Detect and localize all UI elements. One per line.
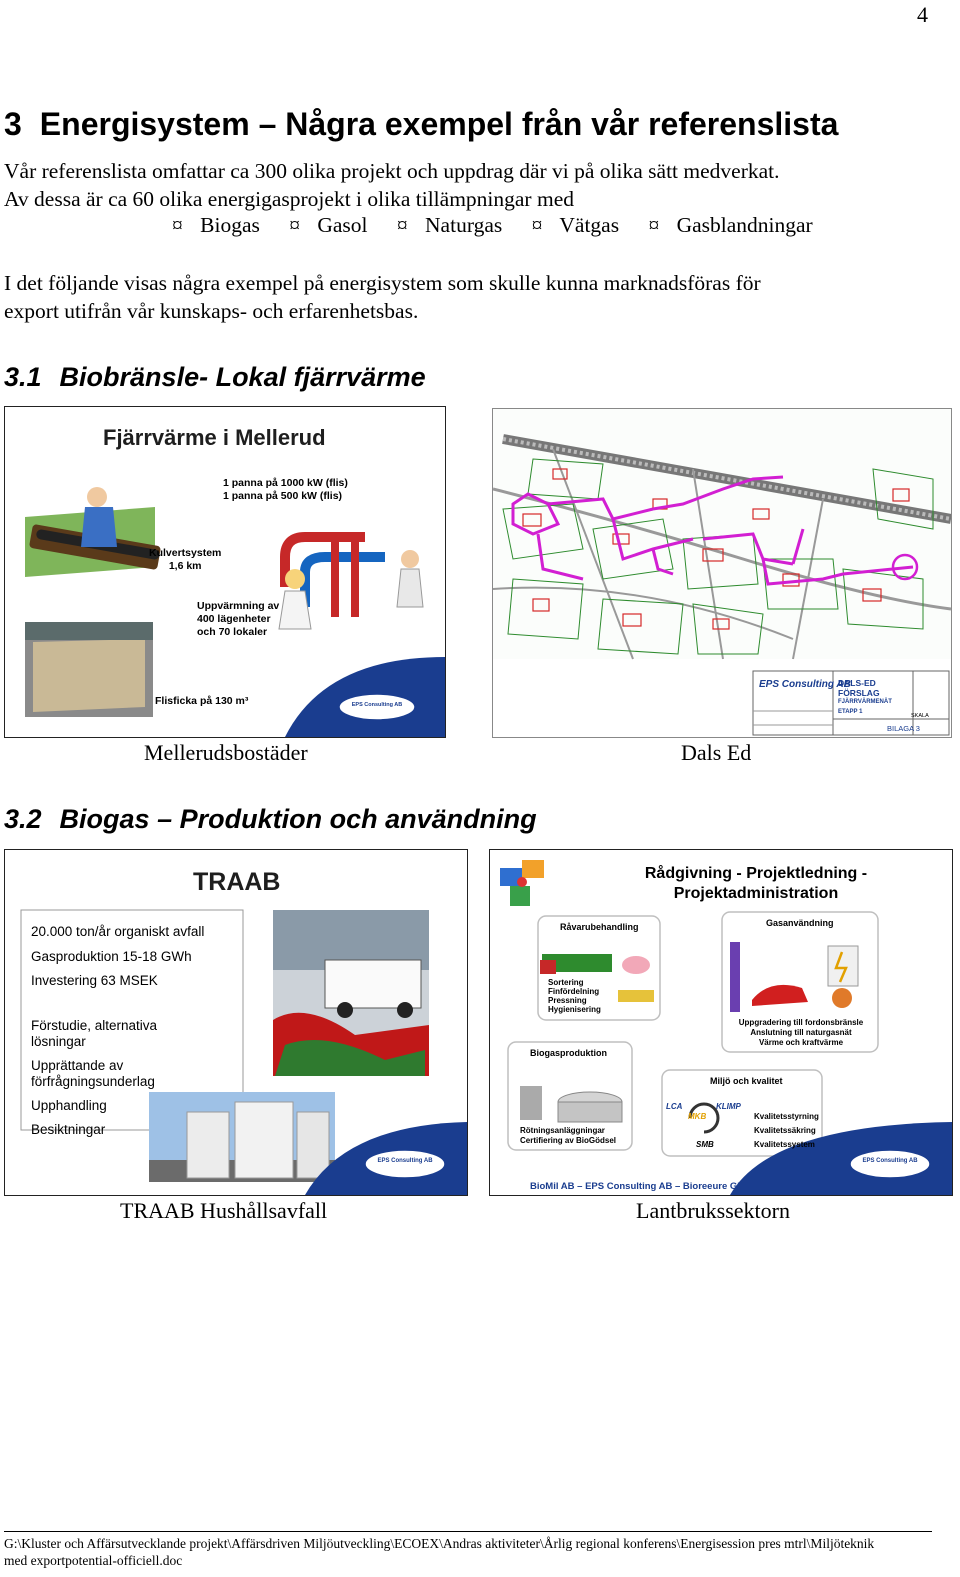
- heating-network: [511, 475, 914, 586]
- section-3-1-number: 3.1: [4, 362, 42, 392]
- district-heating-network-map: [493, 409, 951, 736]
- section-3-heading: 3 Energisystem – Några exempel från vår r…: [4, 106, 838, 143]
- fig4-box1-title: Råvarubehandling: [560, 922, 639, 932]
- fig2-title-block-text: DALS-ED FÖRSLAG FJÄRRVÄRMENÄT ETAPP 1: [838, 678, 892, 715]
- gas-tank-icon: [730, 942, 740, 1012]
- fig4-tag-lca: LCA: [666, 1102, 683, 1111]
- fig3-services-list: Förstudie, alternativa lösningar Upprätt…: [31, 1018, 158, 1137]
- fig4-partners: BioMil AB – EPS Consulting AB – Bioreeur…: [530, 1181, 744, 1192]
- fig4-box4-lines: Kvalitetsstyrning Kvalitetssäkring Kvali…: [754, 1112, 819, 1149]
- fig1-boiler-text: 1 panna på 1000 kW (flis) 1 panna på 500…: [223, 477, 348, 502]
- fig3-facts-list: 20.000 ton/år organiskt avfall Gasproduk…: [31, 924, 205, 988]
- fig4-box3-title: Biogasproduktion: [530, 1048, 607, 1058]
- eps-logo: [364, 1149, 446, 1179]
- fig4-tag-smb: SMB: [696, 1140, 714, 1149]
- recycle-icon: [688, 1102, 720, 1134]
- fig4-box2-lines: Uppgradering till fordonsbränsle Anslutn…: [738, 1018, 864, 1047]
- fig1-logo-text: EPS Consulting AB: [351, 702, 403, 708]
- girl-body: [278, 590, 312, 630]
- page-number: 4: [917, 2, 928, 27]
- gas-type-item: ¤ Naturgas: [396, 213, 503, 237]
- road: [493, 487, 951, 611]
- fig2-logo-text: EPS Consulting AB: [759, 679, 851, 690]
- heating-plant-marker: [891, 553, 919, 581]
- hot-pipe: [280, 532, 365, 587]
- eps-logo: [338, 693, 416, 721]
- girl-head: [285, 569, 305, 589]
- mellerud-illustration: [25, 487, 445, 737]
- fig2-scale-label: SKALA: [911, 713, 929, 719]
- footer-rule: [4, 1531, 932, 1532]
- traab-illustration: [20, 909, 467, 1195]
- gas-type-item: ¤ Biogas: [172, 213, 260, 237]
- process-boxes: [507, 911, 879, 1157]
- gas-type-item: ¤ Gasblandningar: [648, 213, 813, 237]
- intro-line-2: Av dessa är ca 60 olika energigasprojekt…: [4, 187, 574, 211]
- section-3-1-heading: 3.1 Biobränsle- Lokal fjärrvärme: [4, 362, 426, 393]
- fig4-box4-title: Miljö och kvalitet: [710, 1076, 783, 1086]
- caption-traab: TRAAB Hushållsavfall: [120, 1198, 328, 1223]
- fig4-box2-title: Gasanvändning: [766, 918, 834, 928]
- para2-line-2: export utifrån vår kunskaps- och erfaren…: [4, 299, 419, 323]
- intro-line-1: Vår referenslista omfattar ca 300 olika …: [4, 159, 780, 183]
- fig4-logo-text: EPS Consulting AB: [862, 1158, 918, 1164]
- cold-pipe: [300, 552, 385, 607]
- fig1-title: Fjärrvärme i Mellerud: [103, 425, 326, 450]
- figure-mellerud-district-heating: Fjärrvärme i Mellerud 1 panna på 1000 kW…: [4, 406, 446, 738]
- section-3-number: 3: [4, 106, 22, 142]
- gas-type-item: ¤ Vätgas: [531, 213, 620, 237]
- footer-file-path: G:\Kluster och Affärsutvecklande projekt…: [4, 1536, 875, 1568]
- fig1-chip-text: Flisficka på 130 m³: [155, 695, 249, 707]
- puzzle-logo-icon: [500, 860, 544, 906]
- man-head: [401, 550, 419, 568]
- section-3-2-heading: 3.2 Biogas – Produktion och användning: [4, 804, 537, 835]
- fig4-tag-mkb: MKB: [688, 1112, 707, 1121]
- worker-body: [81, 507, 117, 547]
- fig3-title: TRAAB: [193, 868, 281, 896]
- worker-head: [87, 487, 107, 507]
- car-icon: [752, 984, 808, 1006]
- figure-traab: TRAAB 20.000 ton/år organiskt avfall Gas…: [4, 849, 468, 1196]
- fig4-box1-lines: Sortering Finfördelning Pressning Hygien…: [548, 978, 601, 1014]
- section-3-title: Energisystem – Några exempel från vår re…: [39, 106, 839, 142]
- gas-type-list: ¤ Biogas ¤ Gasol ¤ Naturgas ¤ Vätgas ¤ G…: [172, 213, 837, 238]
- agriculture-illustration: [500, 860, 952, 1195]
- fig1-heating-text: Uppvärmning av 400 lägenheter och 70 lok…: [197, 600, 280, 638]
- caption-dals-ed: Dals Ed: [681, 740, 752, 765]
- eps-logo: [849, 1149, 931, 1179]
- section-3-2-number: 3.2: [4, 804, 42, 834]
- fig3-logo-text: EPS Consulting AB: [377, 1158, 433, 1164]
- para2-line-1: I det följande visas några exempel på en…: [4, 271, 761, 295]
- power-icon: [827, 945, 859, 987]
- figure-dals-ed-map: EPS Consulting AB DALS-ED FÖRSLAG FJÄRRV…: [492, 408, 952, 738]
- fig2-appendix-label: BILAGA 3: [887, 724, 920, 733]
- caption-agriculture: Lantbrukssektorn: [636, 1198, 790, 1223]
- gas-type-item: ¤ Gasol: [289, 213, 368, 237]
- section-3-1-title: Biobränsle- Lokal fjärrvärme: [59, 362, 426, 392]
- pig-icon: [622, 956, 650, 974]
- fig1-kulvert-text: Kulvertsystem 1,6 km: [149, 547, 222, 572]
- title-block: [752, 670, 950, 736]
- caption-mellerud: Mellerudsbostäder: [144, 740, 308, 765]
- truck-icon: [542, 954, 612, 972]
- digester-icon: [520, 1086, 542, 1120]
- figure-agriculture-sector: Rådgivning - Projektledning - Projektadm…: [489, 849, 953, 1196]
- section-3-2-title: Biogas – Produktion och användning: [59, 804, 537, 834]
- fig4-box3-lines: Rötningsanläggningar Certifiering av Bio…: [520, 1126, 617, 1145]
- fig4-title: Rådgivning - Projektledning - Projektadm…: [644, 865, 868, 902]
- fig4-tag-klimp: KLIMP: [716, 1102, 741, 1111]
